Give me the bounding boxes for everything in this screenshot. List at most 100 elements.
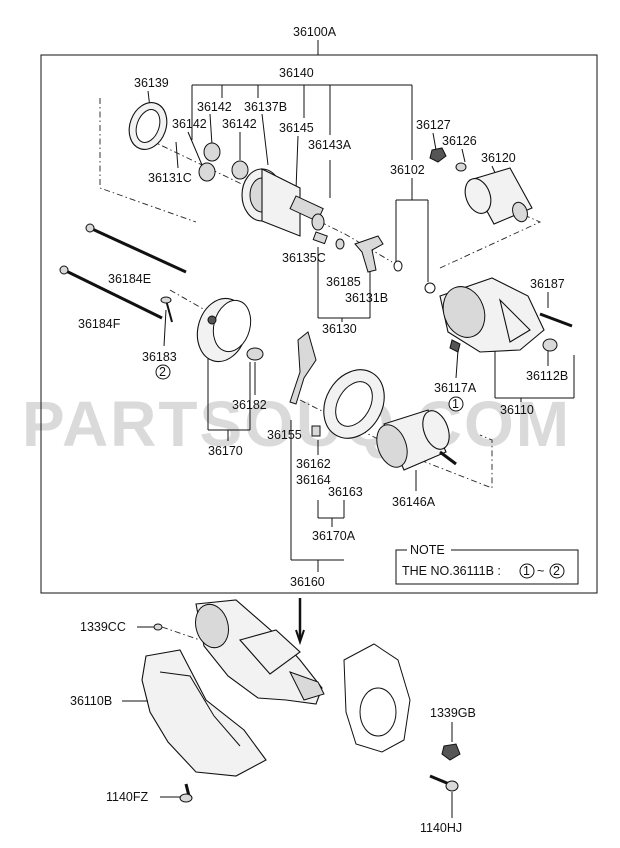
bolt-36184F <box>59 265 163 320</box>
label-1140FZ[interactable]: 1140FZ <box>106 790 149 804</box>
label-36164[interactable]: 36164 <box>296 473 331 487</box>
note-title: NOTE <box>410 543 445 557</box>
svg-text:36162: 36162 <box>296 457 331 471</box>
svg-text:1140HJ: 1140HJ <box>420 821 462 835</box>
svg-text:36110: 36110 <box>500 403 534 417</box>
label-36130[interactable]: 36130 <box>322 322 357 336</box>
bolt-1140HJ <box>429 774 459 792</box>
svg-text:36183: 36183 <box>142 350 177 364</box>
svg-text:36100A: 36100A <box>293 25 337 39</box>
svg-text:36182: 36182 <box>232 398 267 412</box>
svg-text:36140: 36140 <box>279 66 314 80</box>
svg-text:1339CC: 1339CC <box>80 620 126 634</box>
label-36155[interactable]: 36155 <box>267 428 302 442</box>
svg-text:36145: 36145 <box>279 121 314 135</box>
label-36184F[interactable]: 36184F <box>78 317 121 331</box>
svg-text:36112B: 36112B <box>526 369 568 383</box>
circle-mark-1: 1 <box>448 396 464 412</box>
label-36110[interactable]: 36110 <box>500 403 534 417</box>
note-box: NOTE THE NO.36111B : 1 ~ 2 <box>395 543 579 585</box>
label-36142-a[interactable]: 36142 <box>197 100 232 114</box>
label-36131C[interactable]: 36131C <box>148 171 192 185</box>
bolt-36184E <box>85 223 187 274</box>
svg-text:36117A: 36117A <box>434 381 477 395</box>
label-1339GB[interactable]: 1339GB <box>430 706 476 720</box>
nut-36127 <box>429 147 447 163</box>
brush-holder-36163 <box>323 369 385 439</box>
label-1339CC[interactable]: 1339CC <box>80 620 126 634</box>
label-36127[interactable]: 36127 <box>416 118 451 132</box>
solenoid-36120 <box>464 167 533 225</box>
brush-36155 <box>289 331 317 405</box>
svg-text:36187: 36187 <box>530 277 565 291</box>
label-36135C[interactable]: 36135C <box>282 251 326 265</box>
label-36182[interactable]: 36182 <box>232 398 267 412</box>
svg-text:36184F: 36184F <box>78 317 121 331</box>
svg-text:36126: 36126 <box>442 134 477 148</box>
svg-text:1: 1 <box>523 564 530 578</box>
label-36160[interactable]: 36160 <box>290 575 325 589</box>
armature-36146A <box>376 409 457 471</box>
svg-text:36135C: 36135C <box>282 251 326 265</box>
svg-text:1: 1 <box>452 397 459 411</box>
label-36137B[interactable]: 36137B <box>244 100 287 114</box>
label-36102[interactable]: 36102 <box>390 163 425 177</box>
label-36142-c[interactable]: 36142 <box>222 117 257 131</box>
gear-36142 <box>198 142 249 182</box>
nut-1339GB <box>441 743 461 761</box>
label-36183[interactable]: 36183 <box>142 350 177 364</box>
circle-mark-2: 2 <box>155 364 171 380</box>
label-36170A[interactable]: 36170A <box>312 529 356 543</box>
label-36139[interactable]: 36139 <box>134 76 169 90</box>
label-36100A[interactable]: 36100A <box>293 25 337 39</box>
label-36140[interactable]: 36140 <box>279 66 314 80</box>
bolt-36187 <box>539 312 573 328</box>
label-36146A[interactable]: 36146A <box>392 495 436 509</box>
bolt-1140FZ <box>179 783 193 803</box>
svg-text:36137B: 36137B <box>244 100 287 114</box>
drive-36145 <box>241 168 325 237</box>
svg-text:36142: 36142 <box>197 100 232 114</box>
screw-36183 <box>160 296 173 323</box>
washer-36126 <box>455 162 467 172</box>
label-1140HJ[interactable]: 1140HJ <box>420 821 462 835</box>
ring-36139 <box>128 102 168 150</box>
label-36143A[interactable]: 36143A <box>308 138 352 152</box>
label-36162[interactable]: 36162 <box>296 457 331 471</box>
label-36170[interactable]: 36170 <box>208 444 243 458</box>
label-36145[interactable]: 36145 <box>279 121 314 135</box>
label-36110B[interactable]: 36110B <box>70 694 112 708</box>
label-36163[interactable]: 36163 <box>328 485 363 499</box>
svg-text:36155: 36155 <box>267 428 302 442</box>
svg-text:36131C: 36131C <box>148 171 192 185</box>
label-36187[interactable]: 36187 <box>530 277 565 291</box>
label-36112B[interactable]: 36112B <box>526 369 568 383</box>
label-36185[interactable]: 36185 <box>326 275 361 289</box>
svg-text:36143A: 36143A <box>308 138 352 152</box>
svg-text:36131B: 36131B <box>345 291 388 305</box>
note-text: THE NO.36111B : <box>402 564 501 578</box>
label-36142-b[interactable]: 36142 <box>172 117 207 131</box>
screw-1339CC <box>153 623 163 631</box>
label-36131B[interactable]: 36131B <box>345 291 388 305</box>
svg-text:36110B: 36110B <box>70 694 112 708</box>
bushing-36112B <box>542 338 558 352</box>
svg-text:36164: 36164 <box>296 473 331 487</box>
svg-text:36142: 36142 <box>172 117 207 131</box>
svg-text:36170A: 36170A <box>312 529 356 543</box>
gasket-plate <box>343 643 411 753</box>
svg-text:2: 2 <box>553 564 560 578</box>
svg-text:36130: 36130 <box>322 322 357 336</box>
svg-text:~: ~ <box>537 564 544 578</box>
label-36184E[interactable]: 36184E <box>108 272 151 286</box>
svg-text:36142: 36142 <box>222 117 257 131</box>
label-36117A[interactable]: 36117A <box>434 381 477 395</box>
label-36126[interactable]: 36126 <box>442 134 477 148</box>
starter-assembly-36100A <box>195 599 325 705</box>
svg-text:36160: 36160 <box>290 575 325 589</box>
label-36120[interactable]: 36120 <box>481 151 516 165</box>
assembly-frame <box>40 54 598 594</box>
svg-text:36139: 36139 <box>134 76 169 90</box>
svg-text:36102: 36102 <box>390 163 425 177</box>
